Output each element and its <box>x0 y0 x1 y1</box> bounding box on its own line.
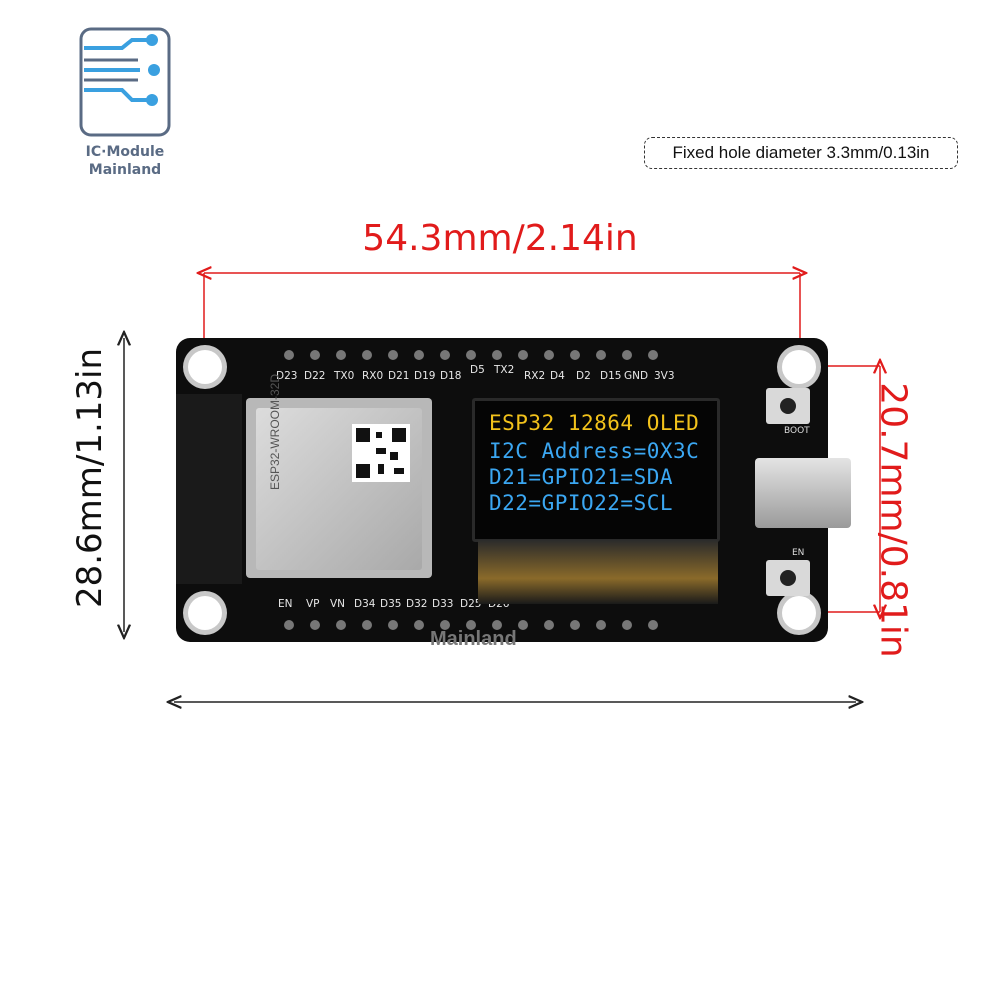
bottom-pin-label: D33 <box>432 598 454 610</box>
header-pin <box>596 350 606 360</box>
top-pin-label: RX2 <box>524 370 546 382</box>
bottom-pin-label: D32 <box>406 598 428 610</box>
top-pin-label: 3V3 <box>654 370 675 382</box>
top-pin-label: RX0 <box>362 370 384 382</box>
header-pin <box>622 620 632 630</box>
top-pin-label: TX0 <box>334 370 355 382</box>
oled-line-2: I2C Address=0X3C <box>489 439 700 463</box>
top-pin-label: D18 <box>440 370 462 382</box>
header-pin <box>310 620 320 630</box>
oled-line-4: D22=GPIO22=SCL <box>489 491 674 515</box>
bottom-pin-header <box>284 618 674 632</box>
boot-button-label: BOOT <box>784 426 810 436</box>
boot-button[interactable] <box>766 388 810 424</box>
oled-line-3: D21=GPIO21=SDA <box>489 465 674 489</box>
header-pin <box>544 620 554 630</box>
bottom-pin-label: VP <box>306 598 320 610</box>
header-pin <box>310 350 320 360</box>
header-pin <box>414 620 424 630</box>
top-pin-header <box>284 348 674 362</box>
oled-display: ESP32 12864 OLED I2C Address=0X3C D21=GP… <box>472 398 720 542</box>
header-pin <box>336 620 346 630</box>
header-pin <box>544 350 554 360</box>
top-pin-label: D19 <box>414 370 436 382</box>
top-pin-label: TX2 <box>494 364 515 376</box>
watermark: Mainland <box>430 628 517 650</box>
header-pin <box>596 620 606 630</box>
top-pin-label: D2 <box>576 370 591 382</box>
module-label: ESP32-WROOM-32D <box>268 373 282 490</box>
header-pin <box>570 620 580 630</box>
header-pin <box>648 350 658 360</box>
header-pin <box>284 620 294 630</box>
header-pin <box>362 620 372 630</box>
brand-name-line-1: IC·Module <box>85 144 165 160</box>
en-button[interactable] <box>766 560 810 596</box>
top-pin-label: GND <box>624 370 649 382</box>
brand-name-line-2: Mainland <box>88 162 162 178</box>
header-pin <box>492 620 502 630</box>
mounting-hole-top-right <box>782 350 816 384</box>
header-pin <box>518 350 528 360</box>
hole-diameter-note: Fixed hole diameter 3.3mm/0.13in <box>644 137 958 169</box>
header-pin <box>388 350 398 360</box>
en-button-label: EN <box>792 548 805 558</box>
header-pin <box>362 350 372 360</box>
header-pin <box>492 350 502 360</box>
side-strip <box>176 394 242 584</box>
mounting-hole-bottom-left <box>188 596 222 630</box>
oled-ribbon-cable <box>478 540 718 604</box>
top-pin-label: D23 <box>276 370 298 382</box>
bottom-pin-label: D34 <box>354 598 376 610</box>
mounting-hole-top-left <box>188 350 222 384</box>
oled-line-1: ESP32 12864 OLED <box>489 411 700 435</box>
header-pin <box>570 350 580 360</box>
ic-module-logo-icon <box>79 27 171 137</box>
bottom-pin-label: VN <box>330 598 346 610</box>
width-dimension-label: 54.3mm/2.14in <box>362 218 638 259</box>
mini-usb-port <box>755 458 851 528</box>
bottom-pin-label: D35 <box>380 598 402 610</box>
header-pin <box>336 350 346 360</box>
top-pin-label: D22 <box>304 370 326 382</box>
header-pin <box>440 620 450 630</box>
header-pin <box>388 620 398 630</box>
header-pin <box>284 350 294 360</box>
header-pin <box>466 620 476 630</box>
height-dimension-label: 28.6mm/1.13in <box>70 347 110 609</box>
top-pin-label: D4 <box>550 370 565 382</box>
header-pin <box>622 350 632 360</box>
mounting-hole-bottom-right <box>782 596 816 630</box>
hole-spacing-label: 20.7mm/0.81in <box>872 382 914 658</box>
top-pin-label: D21 <box>388 370 410 382</box>
top-pin-label: D5 <box>470 364 485 376</box>
header-pin <box>518 620 528 630</box>
bottom-pin-label: D25 <box>460 598 482 610</box>
header-pin <box>414 350 424 360</box>
qr-code-icon <box>352 424 410 482</box>
top-pin-label: D15 <box>600 370 622 382</box>
header-pin <box>648 620 658 630</box>
header-pin <box>440 350 450 360</box>
bottom-pin-label: EN <box>278 598 293 610</box>
header-pin <box>466 350 476 360</box>
